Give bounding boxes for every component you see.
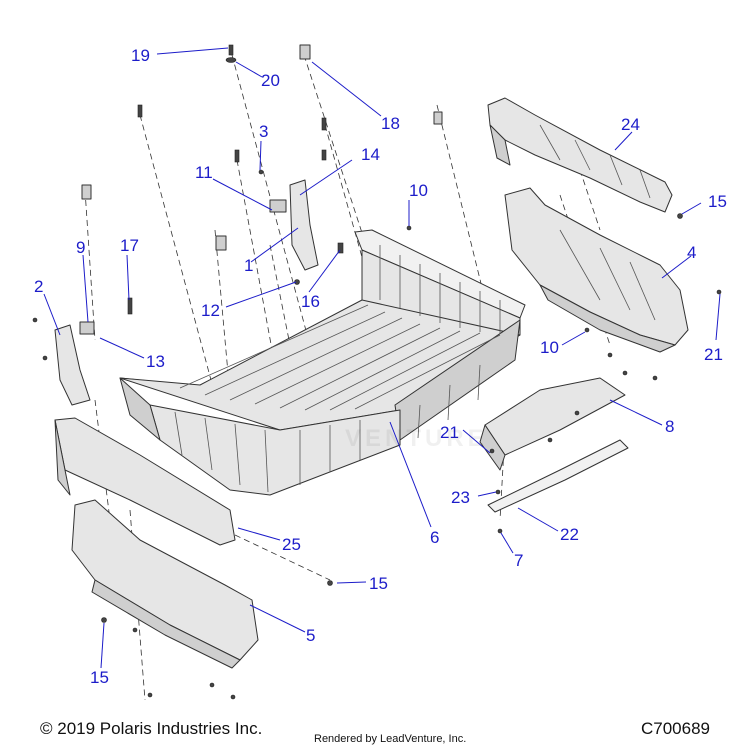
callout-23: 23 — [451, 488, 470, 507]
callout-12: 12 — [201, 301, 220, 320]
callout-11: 11 — [195, 163, 213, 182]
callout-labels: 19 20 18 3 14 11 1 12 16 10 24 15 4 21 1… — [34, 46, 727, 687]
diagram-code: C700689 — [641, 719, 711, 738]
callout-25: 25 — [282, 535, 301, 554]
callout-20: 20 — [261, 71, 280, 90]
lower-rail — [487, 439, 629, 513]
copyright-text: © 2019 Polaris Industries Inc. — [40, 719, 263, 738]
cargo-floor-ribs — [179, 304, 501, 411]
callout-22: 22 — [560, 525, 579, 544]
tailgate-upper-panel — [487, 97, 673, 213]
cargo-box — [119, 229, 526, 496]
callout-10-top: 10 — [409, 181, 428, 200]
callout-7: 7 — [514, 551, 523, 570]
callout-2: 2 — [34, 277, 43, 296]
callout-leaders — [43, 47, 721, 669]
callout-17: 17 — [120, 236, 139, 255]
front-panel — [54, 417, 236, 546]
callout-5: 5 — [306, 626, 315, 645]
callout-1: 1 — [244, 256, 253, 275]
callout-24: 24 — [621, 115, 640, 134]
watermark-text: VENTURE — [345, 425, 488, 452]
callout-16: 16 — [301, 292, 320, 311]
hardware-fasteners — [32, 44, 722, 700]
left-bracket-assembly — [54, 179, 319, 406]
callout-15-left: 15 — [90, 668, 109, 687]
right-bracket — [479, 377, 626, 471]
callout-9: 9 — [76, 238, 85, 257]
callout-18: 18 — [381, 114, 400, 133]
callout-21-right: 21 — [704, 345, 723, 364]
callout-15-right: 15 — [708, 192, 727, 211]
callout-6: 6 — [430, 528, 439, 547]
rendered-by-text: Rendered by LeadVenture, Inc. — [314, 733, 467, 745]
callout-19: 19 — [131, 46, 150, 65]
tailgate-lower-panel — [504, 187, 689, 353]
callout-15-center: 15 — [369, 574, 388, 593]
callout-21-center: 21 — [440, 423, 459, 442]
lower-bumper — [71, 499, 259, 669]
callout-14: 14 — [361, 145, 380, 164]
callout-13: 13 — [146, 352, 165, 371]
cargo-wall-ribs — [174, 245, 501, 493]
callout-8: 8 — [665, 417, 674, 436]
callout-4: 4 — [687, 243, 696, 262]
callout-3: 3 — [259, 122, 268, 141]
callout-10-bottom: 10 — [540, 338, 559, 357]
